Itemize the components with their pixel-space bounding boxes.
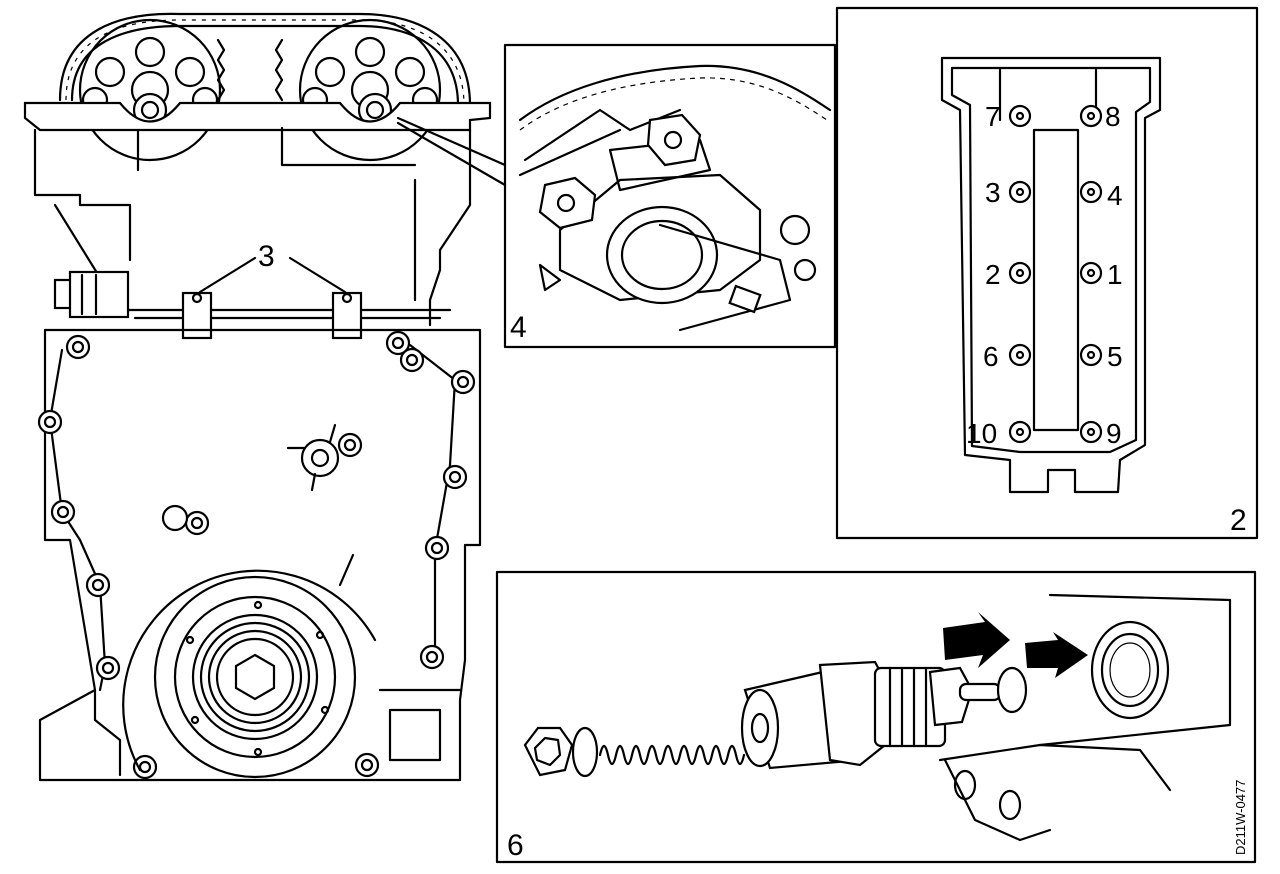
- crankshaft-seal: [122, 553, 377, 779]
- sensor-connector: [53, 270, 130, 319]
- zoom-leader-lines: [396, 116, 507, 187]
- timing-cover: [38, 328, 482, 782]
- bolt-hole-2: [1008, 261, 1032, 285]
- panel-6-label: 6: [507, 829, 524, 862]
- bolt-number-9: 9: [1106, 418, 1122, 449]
- timing-chain: [58, 12, 472, 107]
- bolt-number-2: 2: [985, 259, 1001, 290]
- center-idler: [286, 423, 340, 492]
- callout-3-label: 3: [258, 240, 275, 273]
- tensioner-spring: [598, 744, 746, 766]
- bolt-number-7: 7: [985, 101, 1001, 132]
- bolt-hole-4: [1079, 180, 1103, 204]
- intake-sprocket: [298, 18, 442, 162]
- bolt-number-6: 6: [983, 341, 999, 372]
- exhaust-sprocket: [78, 18, 222, 162]
- panel-bolt-sequence: 7 8 3 4 2 1 6 5 10 9 2: [835, 6, 1259, 540]
- bolt-number-3: 3: [985, 177, 1001, 208]
- figure-code: D211W-0477: [1233, 780, 1248, 855]
- bolt-hole-5: [1079, 343, 1103, 367]
- cover-bolts: [37, 330, 476, 780]
- engine-front-view: 3: [23, 12, 492, 782]
- bolt-hole-7: [1008, 104, 1032, 128]
- bolt-number-4: 4: [1107, 180, 1123, 211]
- bolt-hole-3: [1008, 180, 1032, 204]
- bolt-hole-8: [1079, 104, 1103, 128]
- bolt-number-10: 10: [966, 418, 997, 449]
- panel-4-label: 4: [510, 311, 527, 344]
- panel-tensioner-assembly: 6 D211W-0477: [495, 570, 1257, 864]
- callout-3: 3: [181, 240, 363, 340]
- panel-camshaft-detail: 4: [503, 43, 837, 349]
- insertion-arrows: [943, 612, 1088, 678]
- bolt-hole-1: [1079, 261, 1103, 285]
- bolt-number-5: 5: [1107, 341, 1123, 372]
- bolt-number-8: 8: [1105, 101, 1121, 132]
- bolt-number-1: 1: [1107, 259, 1123, 290]
- bolt-hole-9: [1079, 420, 1103, 444]
- tensioner-bolt: [523, 726, 599, 778]
- bolt-hole-6: [1008, 343, 1032, 367]
- bolt-hole-10: [1008, 420, 1032, 444]
- panel-2-label: 2: [1230, 504, 1247, 537]
- tensioner-body: [740, 660, 1028, 770]
